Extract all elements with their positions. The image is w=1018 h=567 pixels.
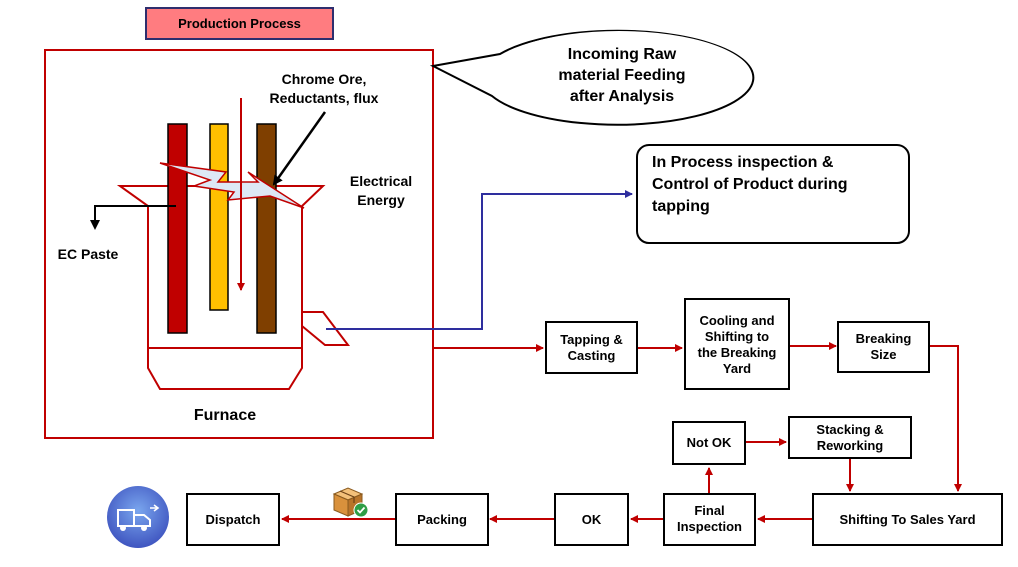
packing-label: Packing: [417, 512, 467, 527]
inspection-callout-line-2: Control of Product during: [652, 176, 848, 193]
dispatch-label: Dispatch: [206, 512, 261, 527]
cooling-label-2: Shifting to: [705, 329, 769, 344]
raw-material-label-1: Chrome Ore,: [282, 71, 367, 87]
page-title: Production Process: [178, 16, 301, 31]
incoming-callout-line-2: material Feeding: [558, 67, 685, 84]
inspection-callout-line-3: tapping: [652, 198, 710, 215]
electrode-yellow: [209, 123, 229, 311]
incoming-callout-line-3: after Analysis: [570, 88, 674, 105]
incoming-raw-material-callout: Incoming Raw material Feeding after Anal…: [429, 29, 755, 126]
breaking-label-2: Size: [870, 347, 896, 362]
step-packing: Packing: [395, 493, 489, 546]
inspection-link-arrow: [326, 190, 633, 330]
ec-paste-pointer: [90, 205, 176, 230]
tapping-label-2: Casting: [568, 348, 616, 363]
step-ok: OK: [554, 493, 629, 546]
step-shifting-sales-yard: Shifting To Sales Yard: [812, 493, 1003, 546]
not-ok-label: Not OK: [687, 435, 732, 450]
electrode-brown: [256, 123, 277, 334]
cooling-label-1: Cooling and: [699, 313, 774, 328]
stacking-label-2: Reworking: [817, 438, 884, 453]
electrode-red: [167, 123, 188, 334]
furnace-vessel: [116, 185, 351, 390]
shifting-label: Shifting To Sales Yard: [839, 512, 975, 527]
arrow-breaking-to-shifting: [929, 345, 962, 492]
breaking-label-1: Breaking: [856, 331, 912, 346]
incoming-callout-line-1: Incoming Raw: [568, 46, 677, 63]
title-box: Production Process: [145, 7, 334, 40]
package-check-icon: [332, 487, 369, 518]
step-tapping-casting: Tapping & Casting: [545, 321, 638, 374]
electrical-energy-label-1: Electrical: [350, 173, 412, 189]
electrical-energy-label-2: Energy: [357, 192, 405, 208]
ec-paste-label: EC Paste: [58, 246, 119, 262]
raw-material-pointer: [272, 111, 327, 186]
step-final-inspection: Final Inspection: [663, 493, 756, 546]
raw-material-label-2: Reductants, flux: [270, 90, 379, 106]
tapping-label-1: Tapping &: [560, 332, 623, 347]
step-stacking-reworking: Stacking & Reworking: [788, 416, 912, 459]
final-inspection-label-2: Inspection: [677, 519, 742, 534]
lightning-icon: [159, 162, 305, 209]
final-inspection-label-1: Final: [694, 503, 724, 518]
cooling-label-3: the Breaking: [698, 345, 777, 360]
step-not-ok: Not OK: [672, 421, 746, 465]
step-breaking-size: Breaking Size: [837, 321, 930, 373]
furnace-label: Furnace: [194, 407, 256, 424]
furnace-frame: [44, 49, 434, 439]
ok-label: OK: [582, 512, 602, 527]
delivery-truck-icon: [107, 486, 169, 548]
inspection-callout-line-1: In Process inspection &: [652, 154, 834, 171]
stacking-label-1: Stacking &: [816, 422, 883, 437]
cooling-label-4: Yard: [723, 361, 751, 376]
step-dispatch: Dispatch: [186, 493, 280, 546]
inspection-callout: In Process inspection & Control of Produ…: [636, 144, 910, 244]
step-cooling-shifting: Cooling and Shifting to the Breaking Yar…: [684, 298, 790, 390]
